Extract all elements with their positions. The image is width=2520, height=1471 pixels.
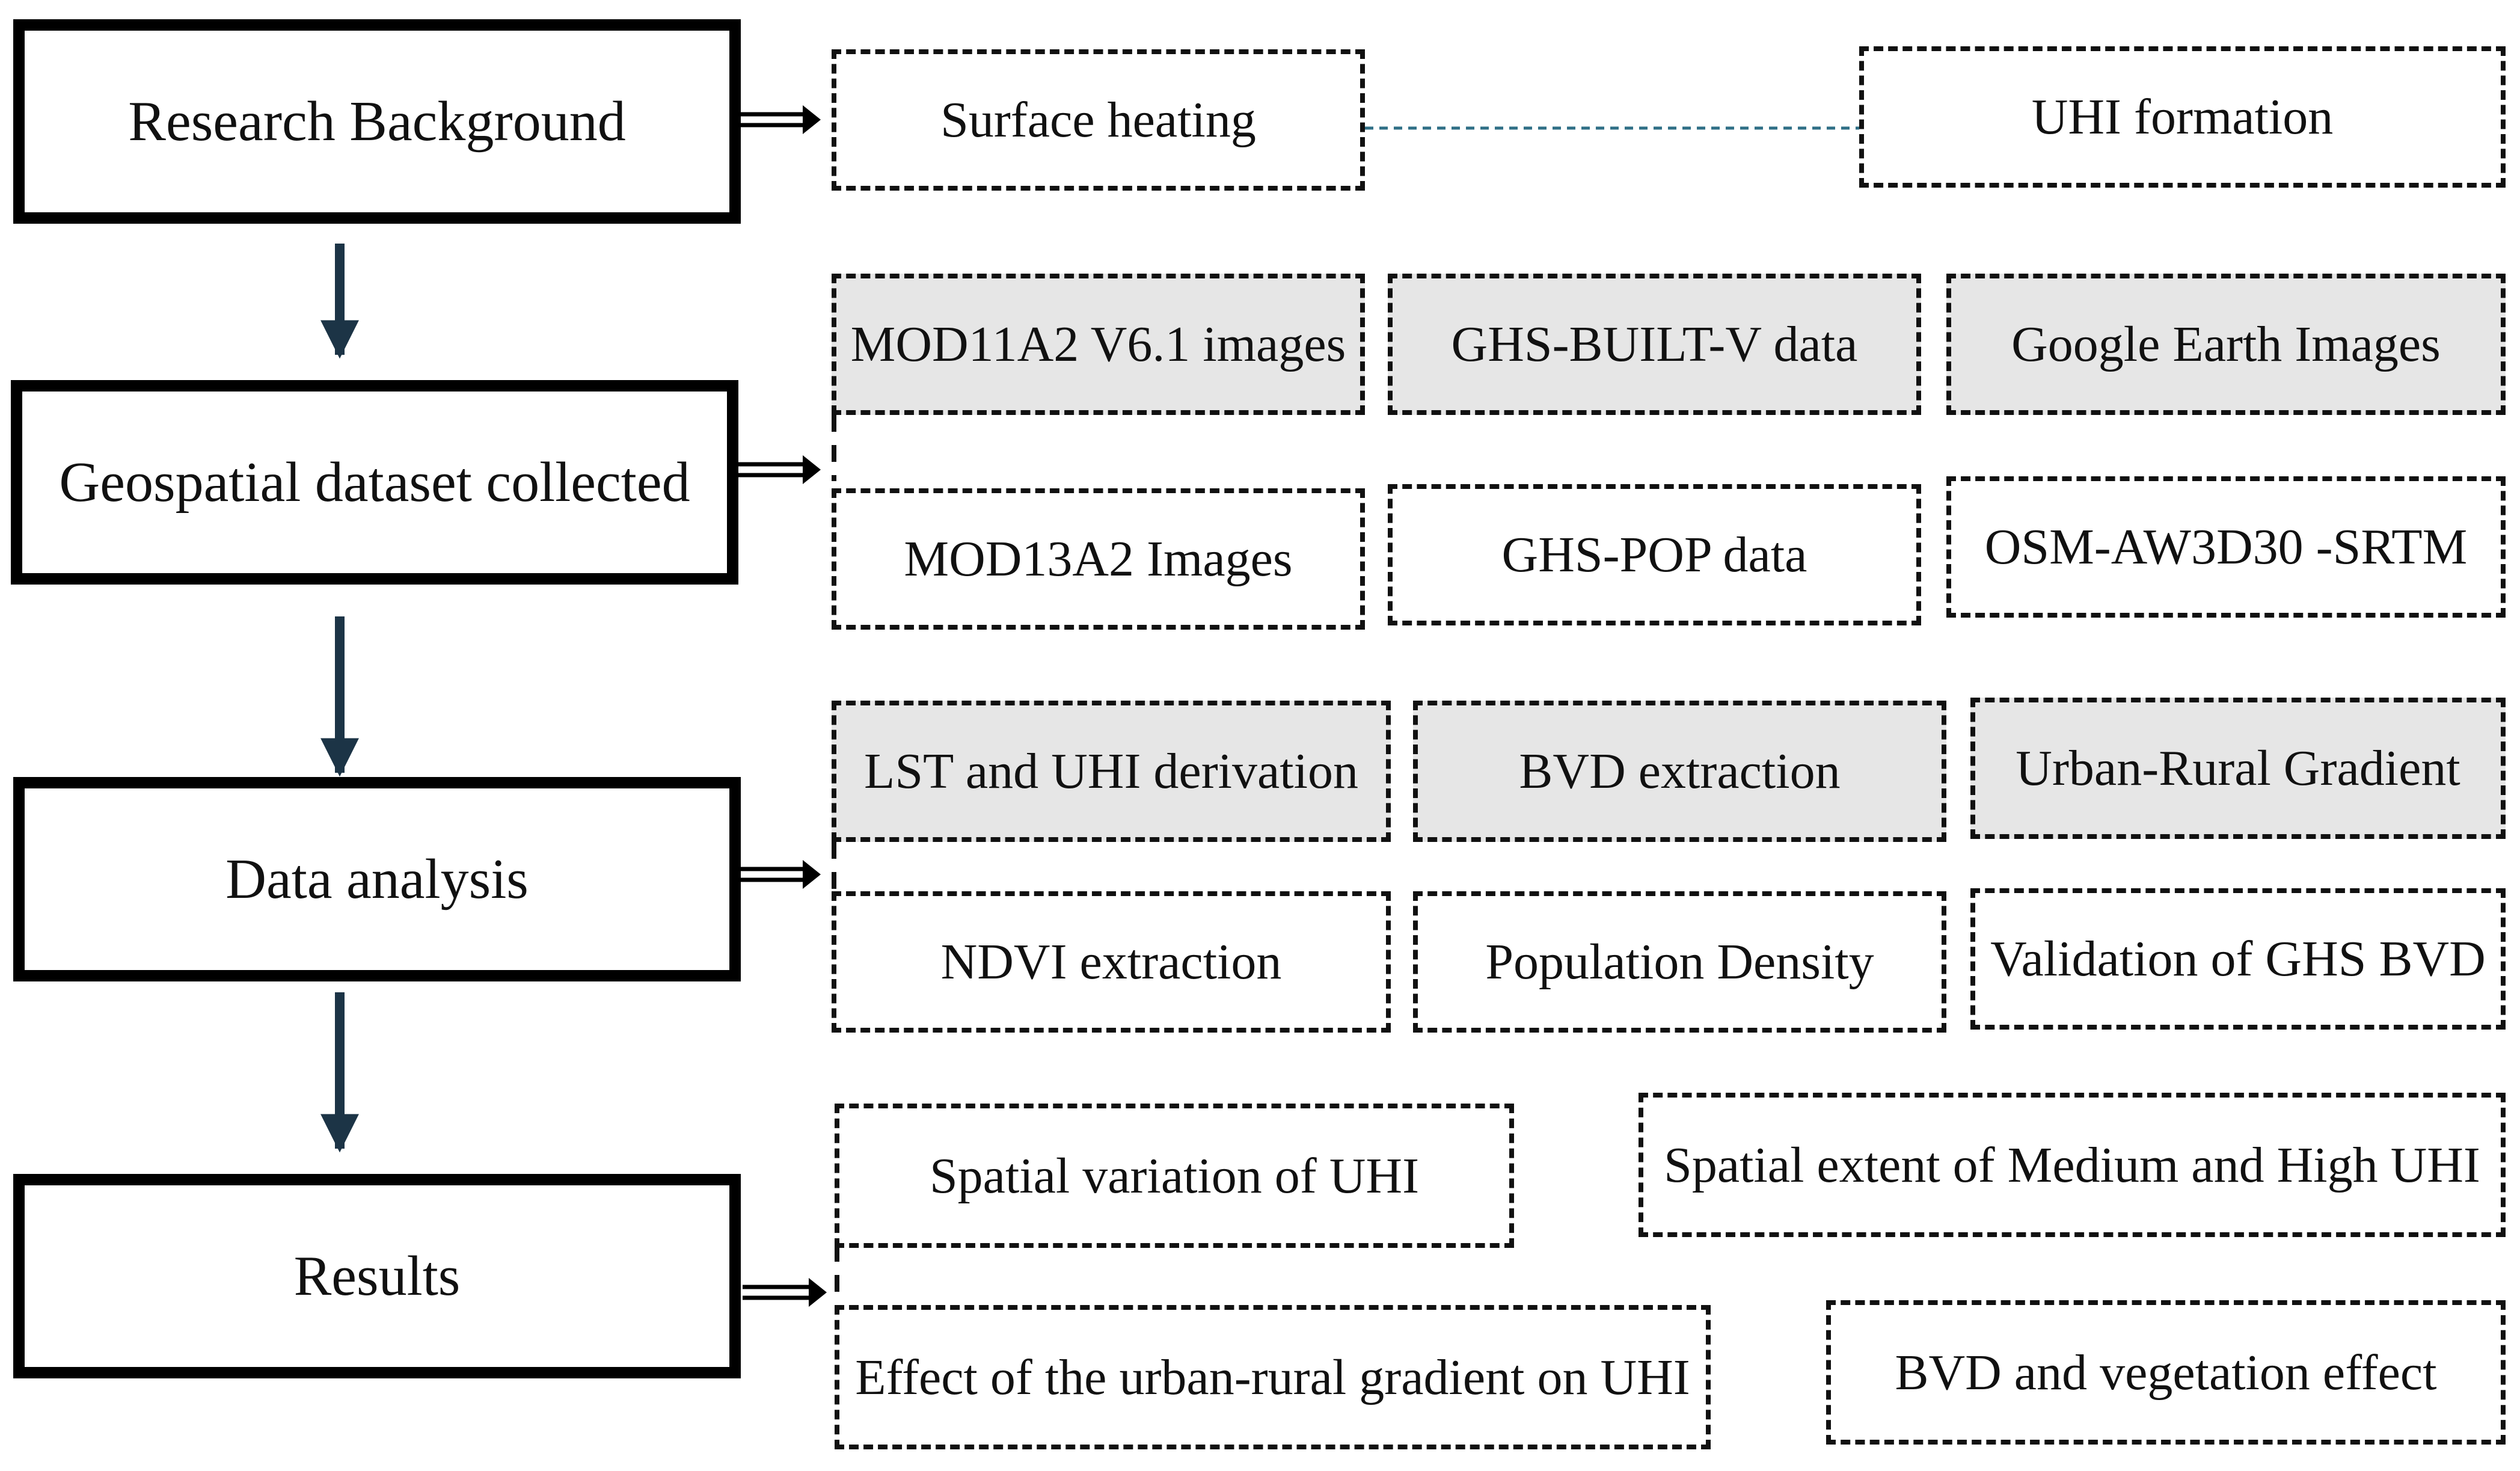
item-ghs-built-v: GHS-BUILT-V data <box>1388 274 1921 415</box>
stage-label: Data analysis <box>225 848 529 911</box>
item-urban-rural-gradient: Urban-Rural Gradient <box>1970 698 2506 839</box>
item-uhi-formation: UHI formation <box>1859 46 2506 188</box>
item-surface-heating: Surface heating <box>832 49 1365 191</box>
arrow-results-to-items <box>743 1278 827 1307</box>
item-mod13a2: MOD13A2 Images <box>832 488 1365 630</box>
stage-results: Results <box>13 1174 741 1378</box>
arrow-analysis-to-items <box>740 860 821 889</box>
arrow-research-to-items <box>740 105 821 134</box>
stage-geospatial-dataset: Geospatial dataset collected <box>11 380 738 585</box>
item-google-earth: Google Earth Images <box>1946 274 2506 415</box>
stage-research-background: Research Background <box>13 19 741 224</box>
item-spatial-extent-uhi: Spatial extent of Medium and High UHI <box>1639 1093 2506 1237</box>
item-ndvi-extraction: NDVI extraction <box>832 891 1391 1033</box>
item-ghs-pop: GHS-POP data <box>1388 484 1921 625</box>
stage-label: Research Background <box>128 90 626 153</box>
stage-data-analysis: Data analysis <box>13 777 741 981</box>
item-validation-ghs-bvd: Validation of GHS BVD <box>1970 888 2506 1030</box>
item-bvd-vegetation-effect: BVD and vegetation effect <box>1826 1300 2506 1445</box>
item-lst-uhi-derivation: LST and UHI derivation <box>832 701 1391 842</box>
arrow-dataset-to-items <box>737 455 821 484</box>
item-mod11a2: MOD11A2 V6.1 images <box>832 274 1365 415</box>
item-urban-rural-gradient-effect: Effect of the urban-rural gradient on UH… <box>835 1305 1711 1449</box>
item-bvd-extraction: BVD extraction <box>1413 701 1946 842</box>
item-spatial-variation-uhi: Spatial variation of UHI <box>835 1104 1514 1248</box>
stage-label: Geospatial dataset collected <box>59 451 690 514</box>
item-population-density: Population Density <box>1413 891 1946 1033</box>
stage-label: Results <box>293 1245 461 1307</box>
item-osm-aw3d30-srtm: OSM-AW3D30 -SRTM <box>1946 476 2506 618</box>
